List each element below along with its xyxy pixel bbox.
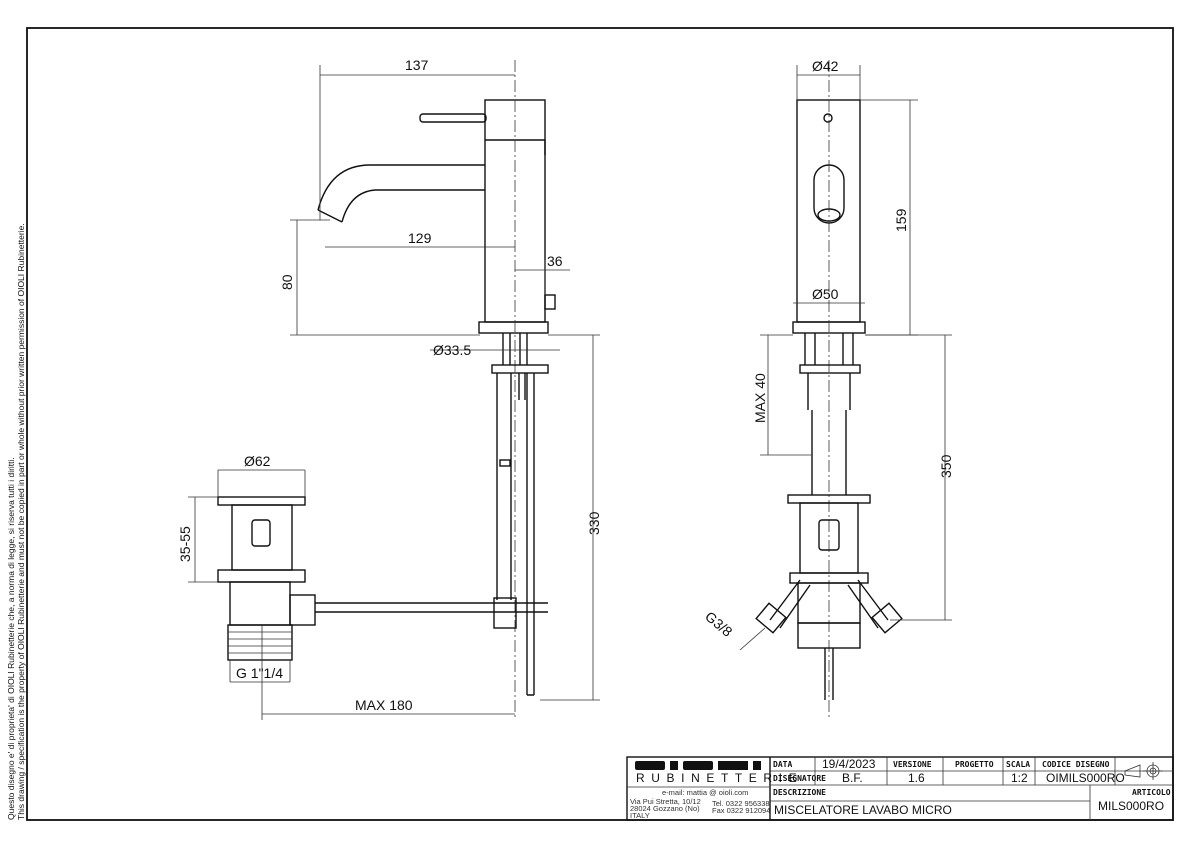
dim-base-diameter: Ø50: [812, 286, 839, 302]
scala-value: 1:2: [1011, 771, 1028, 785]
dim-max-rod: MAX 180: [355, 697, 413, 713]
codice-label: CODICE DISEGNO: [1042, 760, 1110, 769]
copyright-english: This drawing / specification is the prop…: [16, 223, 26, 820]
address-line-1: Via Pui Stretta, 10/12: [630, 797, 701, 806]
company-fax: Fax 0322 912094: [712, 806, 770, 815]
dim-spout-height: 80: [279, 274, 295, 290]
data-value: 19/4/2023: [822, 757, 876, 771]
projection-symbol-icon: [1124, 762, 1163, 780]
scala-label: SCALA: [1006, 760, 1030, 769]
lever-handle: [419, 113, 487, 123]
versione-value: 1.6: [908, 771, 925, 785]
dim-total-below: 330: [586, 511, 602, 535]
dim-waste-thread: G 1"1/4: [236, 665, 283, 681]
side-view-dimensions: 137 129 36 80 Ø33.5 330 Ø62 35-55 G 1"1/…: [177, 57, 602, 720]
fixing-plate: [491, 364, 549, 374]
data-label: DATA: [773, 760, 792, 769]
title-block: RUBINETTERIE e-mail: mattia @ oioli.com …: [626, 756, 1174, 821]
front-view-faucet: [755, 60, 903, 720]
logo-subtitle: RUBINETTERIE: [636, 771, 803, 785]
front-view-dimensions: Ø42 159 Ø50 MAX 40 350 G3/8: [702, 58, 954, 651]
codice-value: OIMILS000RO: [1046, 771, 1125, 785]
address-line-2: 28024 Gozzano (No): [630, 804, 700, 813]
hose-right-front: [847, 579, 889, 629]
dim-body-height: 159: [893, 208, 909, 232]
dim-hose-thread: G3/8: [702, 608, 736, 640]
copyright-italian: Questo disegno e' di proprieta' di OIOLI…: [6, 457, 16, 820]
hose-left: [496, 373, 512, 600]
versione-label: VERSIONE: [893, 760, 932, 769]
disegnatore-value: B.F.: [842, 771, 863, 785]
dim-spout-reach: 137: [405, 57, 429, 73]
dim-max-thickness: MAX 40: [752, 373, 768, 423]
dim-total-right: 350: [938, 454, 954, 478]
dim-lever-offset: 36: [547, 253, 563, 269]
descrizione-value: MISCELATORE LAVABO MICRO: [774, 803, 952, 817]
spout: [317, 164, 485, 223]
popup-rod: [526, 373, 535, 696]
popup-knob: [544, 294, 556, 310]
side-view-faucet: [217, 60, 556, 720]
company-logo: RUBINETTERIE: [635, 761, 803, 785]
progetto-label: PROGETTO: [955, 760, 994, 769]
copyright-notice: Questo disegno e' di proprieta' di OIOLI…: [6, 223, 26, 820]
horizontal-rod: [315, 602, 548, 613]
articolo-value: MILS000RO: [1098, 799, 1164, 813]
dim-shank-diameter: Ø33.5: [433, 342, 471, 358]
waste-side: [217, 496, 316, 661]
articolo-label: ARTICOLO: [1132, 788, 1171, 797]
dim-waste-range: 35-55: [177, 526, 193, 562]
descrizione-label: DESCRIZIONE: [773, 788, 826, 797]
dim-waste-diameter: Ø62: [244, 453, 271, 469]
address-line-3: ITALY: [630, 811, 650, 820]
base-ring: [478, 321, 549, 334]
company-tel: Tel. 0322 956338: [712, 799, 770, 808]
hose-left-front: [769, 579, 811, 629]
drawing-frame: [26, 27, 1174, 821]
disegnatore-label: DISEGNATORE: [773, 774, 826, 783]
dim-spout-axis: 129: [408, 230, 432, 246]
dim-body-diameter: Ø42: [812, 58, 839, 74]
company-email: e-mail: mattia @ oioli.com: [662, 788, 748, 797]
